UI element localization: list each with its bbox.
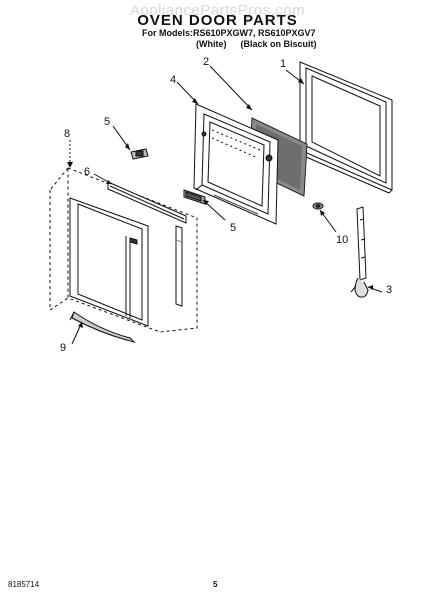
part-4-inner-door-frame (193, 103, 279, 225)
variant-black: (Black on Biscuit) (240, 39, 317, 49)
callout-3: 3 (386, 284, 393, 296)
variant-white: (White) (196, 39, 227, 49)
part-1-outer-door-panel (296, 61, 393, 194)
leader-arrowheads (67, 78, 373, 328)
model-numbers: For Models:RS610PXGW7, RS610PXGV7 (142, 28, 316, 38)
callout-9: 9 (60, 342, 67, 354)
part-9-door-handle (69, 311, 136, 343)
door-glass-panel (69, 197, 149, 327)
callout-6: 6 (84, 166, 91, 178)
callout-5-lower: 5 (230, 222, 237, 234)
page-title: OVEN DOOR PARTS (137, 12, 298, 29)
part-3-hinge (350, 206, 369, 298)
callout-1: 1 (280, 58, 287, 70)
callout-5-upper: 5 (104, 116, 111, 128)
part-8-door-assembly-outline (49, 167, 198, 333)
callout-10: 10 (336, 234, 349, 246)
door-side-strip (175, 225, 183, 307)
part-6-top-trim (107, 181, 187, 224)
watermark-text: AppliancePartsPros.com (129, 2, 306, 19)
document-number: 8185714 (8, 580, 40, 589)
page-number: 5 (213, 580, 218, 589)
part-5-hinge-receptacle-upper (130, 148, 149, 160)
part-10-clip (312, 202, 324, 210)
callout-8: 8 (64, 128, 71, 140)
color-variants: (White) (Black on Biscuit) (196, 39, 331, 49)
callout-2: 2 (203, 56, 210, 68)
callout-4: 4 (170, 74, 177, 86)
part-5-hinge-receptacle-lower (183, 189, 206, 205)
